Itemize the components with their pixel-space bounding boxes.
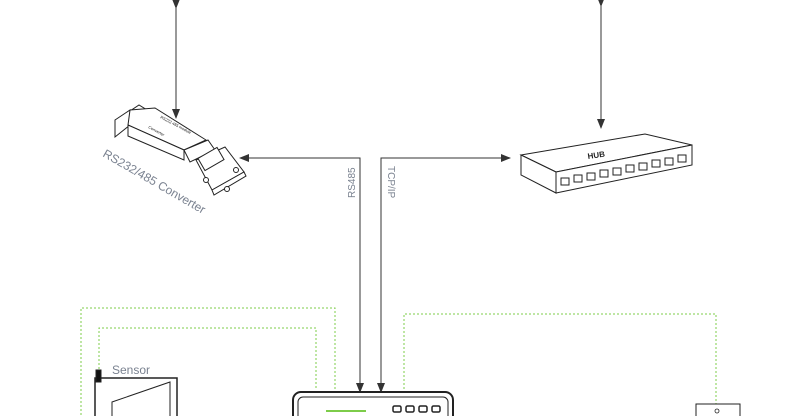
- dotted-wiring: [80, 307, 717, 416]
- hub-device: HUB: [519, 133, 693, 194]
- tcpip-connection: [380, 154, 511, 392]
- access-controller: [292, 391, 454, 416]
- exit-button-device: [695, 403, 741, 416]
- rs485-label: RS485: [347, 167, 358, 198]
- hub-ports: [560, 154, 687, 186]
- sensor-label: Sensor: [112, 363, 150, 377]
- rs485-connection: [239, 154, 361, 392]
- sensor-device: [94, 369, 178, 416]
- tcpip-label: TCP/IP: [385, 166, 396, 199]
- rs232-485-converter: RS232 485 module Converter: [114, 104, 247, 196]
- hub-label: HUB: [587, 150, 606, 161]
